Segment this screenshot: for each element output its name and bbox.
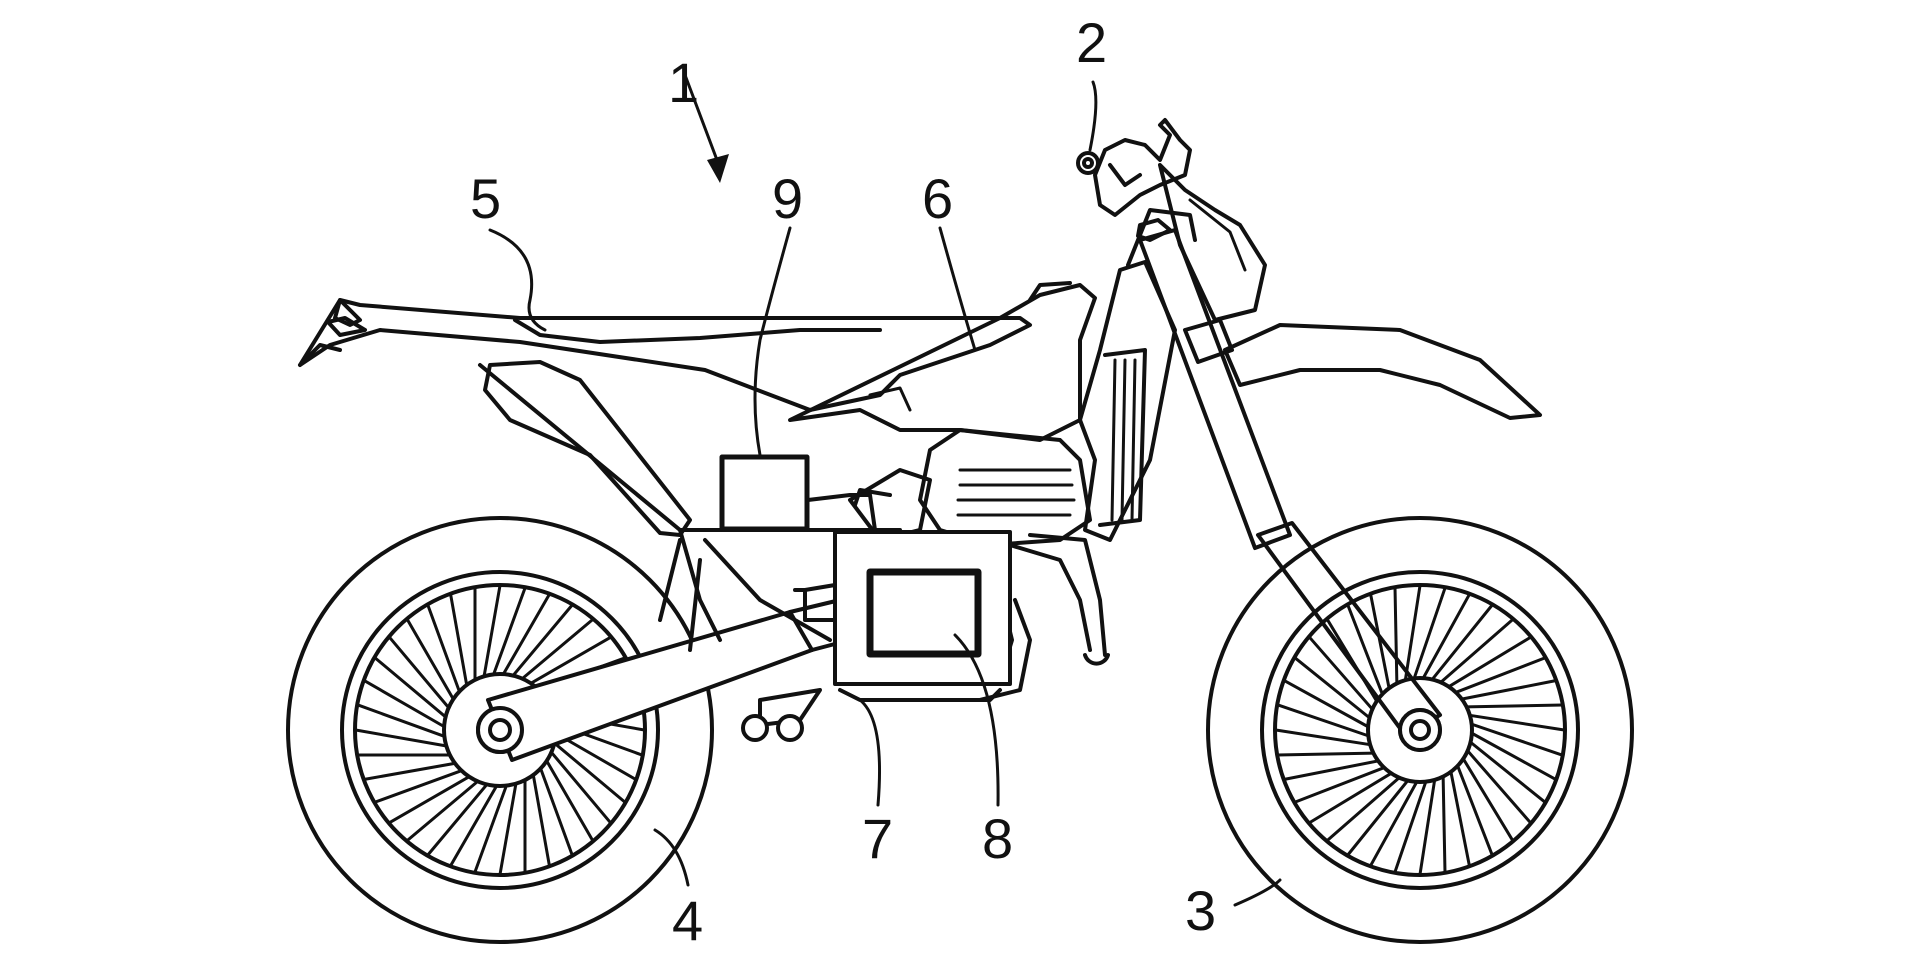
rear-spoke — [426, 602, 464, 700]
front-spoke — [1418, 771, 1438, 877]
front-spoke — [1461, 712, 1567, 732]
leader-9 — [753, 226, 792, 457]
rear-spoke — [425, 777, 493, 857]
rear-spoke — [481, 583, 502, 685]
rear-spoke — [530, 766, 551, 868]
front-spoke — [1418, 592, 1472, 686]
front-spoke — [1393, 773, 1430, 875]
rear-spoke — [362, 678, 452, 732]
rear-spoke — [515, 617, 595, 685]
front-spoke — [1458, 703, 1565, 709]
rear-spoke — [405, 775, 485, 843]
leader-4 — [653, 828, 690, 887]
front-spoke — [1307, 635, 1379, 716]
radiator — [1078, 260, 1177, 542]
leader-5 — [488, 228, 547, 332]
leader-2 — [1088, 80, 1098, 152]
arrowhead-1 — [707, 154, 729, 183]
front-spoke — [1448, 763, 1471, 868]
rear-spoke — [387, 771, 477, 825]
leader-7 — [858, 698, 881, 807]
front-spoke — [1441, 768, 1447, 875]
front-spoke — [1441, 635, 1533, 692]
front-spoke — [1458, 751, 1515, 843]
handlebar — [1076, 118, 1192, 242]
rear-spoke — [373, 655, 453, 723]
front-spoke — [1292, 763, 1392, 804]
front-spoke — [1325, 771, 1406, 843]
front-spoke — [1368, 774, 1422, 868]
front-spoke — [1461, 744, 1533, 825]
headlight-cover — [1158, 163, 1267, 322]
rear-spoke — [536, 760, 574, 858]
rear-spoke — [547, 737, 627, 805]
rear-spoke — [355, 703, 453, 741]
leader-6 — [938, 226, 977, 352]
rear-spoke — [498, 775, 519, 877]
front-spoke — [1275, 703, 1377, 740]
ref-numeral-9: 9 — [772, 167, 803, 230]
front-spoke — [1453, 758, 1494, 858]
fuel-tank — [788, 281, 1097, 442]
control-unit — [719, 454, 877, 532]
rear-spoke — [372, 766, 470, 804]
front-spoke — [1463, 720, 1565, 757]
front-spoke — [1453, 679, 1558, 702]
front-fender — [1223, 323, 1542, 420]
front-fork — [1126, 208, 1442, 752]
front-spoke — [1345, 773, 1414, 857]
rear-spoke — [498, 592, 552, 682]
rear-spoke — [541, 753, 595, 843]
rear-spoke — [507, 603, 575, 683]
leader-8 — [953, 633, 1000, 807]
front-spoke — [1282, 678, 1376, 732]
tail-section — [298, 316, 367, 367]
leader-lines — [488, 73, 1282, 907]
ref-numeral-5: 5 — [470, 167, 501, 230]
front-spoke — [1293, 655, 1377, 724]
front-spoke — [1434, 617, 1515, 689]
front-spoke — [1463, 736, 1547, 805]
seat — [298, 298, 1032, 412]
rear-spoke — [387, 635, 455, 715]
motor-housing — [848, 428, 1092, 547]
rear-spoke — [489, 585, 527, 683]
rear-spoke — [405, 617, 459, 707]
leader-3 — [1233, 878, 1282, 907]
rear-frame — [478, 363, 902, 652]
front-spoke — [1393, 585, 1399, 692]
side-cover — [483, 360, 692, 537]
rear-spoke — [362, 760, 464, 781]
front-spoke — [1273, 728, 1379, 748]
rear-spoke — [473, 777, 511, 875]
rear-spoke — [448, 778, 502, 868]
rear-spoke — [449, 592, 470, 694]
front-spoke — [1346, 602, 1387, 702]
front-spoke — [1426, 603, 1495, 687]
front-spoke — [1275, 751, 1382, 757]
front-spoke — [1464, 728, 1558, 782]
front-spoke — [1410, 585, 1447, 687]
footrest — [741, 688, 822, 742]
front-spoke — [1448, 656, 1548, 697]
rear-spoke — [545, 745, 613, 825]
rear-spoke — [353, 728, 455, 749]
rear-spoke — [523, 635, 613, 689]
front-spoke — [1369, 592, 1392, 697]
ref-numeral-1: 1 — [668, 51, 699, 114]
ref-numeral-2: 2 — [1076, 11, 1107, 74]
ref-numeral-6: 6 — [922, 167, 953, 230]
reference-numerals: 1 2 3 4 5 6 7 8 9 — [470, 11, 1216, 952]
leader-1 — [683, 73, 722, 170]
ref-numeral-4: 4 — [672, 889, 703, 952]
front-spoke — [1282, 758, 1387, 781]
ref-numeral-3: 3 — [1185, 879, 1216, 942]
battery-housing — [793, 530, 1012, 686]
ref-numeral-7: 7 — [862, 807, 893, 870]
front-spoke — [1307, 768, 1399, 825]
ref-numeral-8: 8 — [982, 807, 1013, 870]
